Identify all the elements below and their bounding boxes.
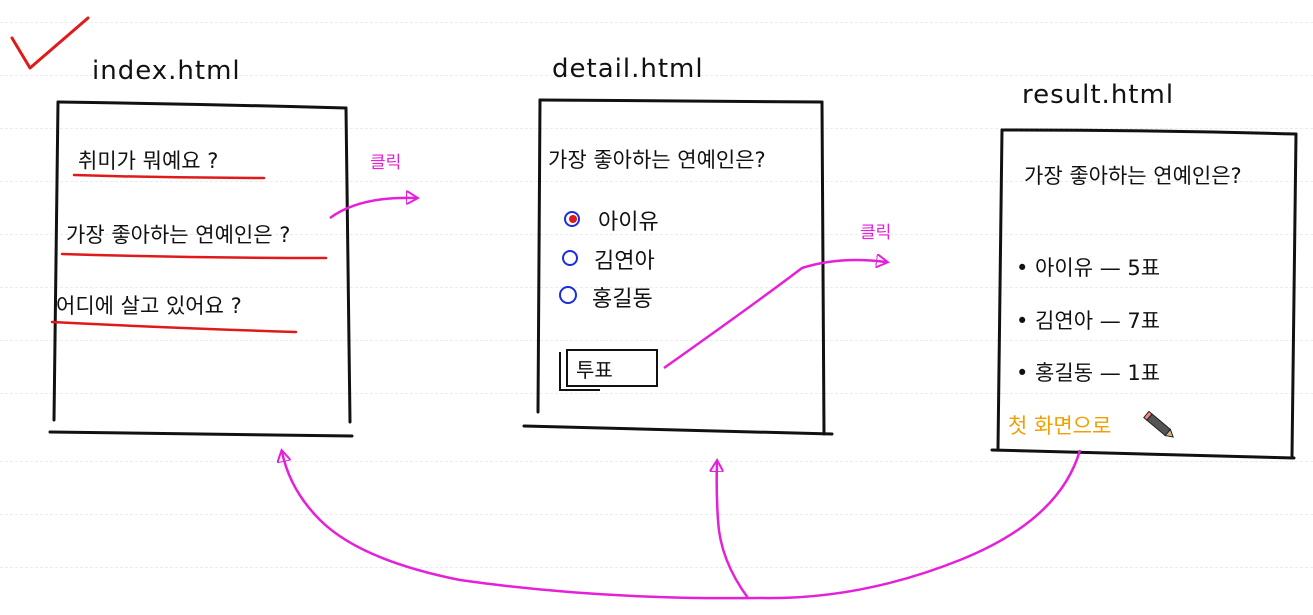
question-link-hobby[interactable]: 취미가 뭐예요 ? <box>78 149 219 173</box>
result-filename: result.html <box>1022 80 1175 110</box>
option-label: 김연아 <box>594 249 655 274</box>
index-page-frame <box>48 100 354 438</box>
detail-filename: detail.html <box>552 54 704 84</box>
index-filename: index.html <box>92 56 241 86</box>
result-item: • 홍길동 — 1표 <box>1016 361 1161 385</box>
vote-button[interactable]: 투표 <box>566 349 658 387</box>
radio-selected-icon[interactable] <box>564 211 580 227</box>
question-underline <box>72 173 266 180</box>
question-link-residence[interactable]: 어디에 살고 있어요 ? <box>56 294 242 318</box>
result-page-frame <box>990 128 1298 460</box>
return-arrow <box>282 450 1082 600</box>
checkmark-icon <box>10 16 90 70</box>
radio-empty-icon[interactable] <box>562 250 578 266</box>
question-link-favorite-celebrity[interactable]: 가장 좋아하는 연예인은 ? <box>66 223 291 247</box>
vote-button-shadow <box>559 352 600 391</box>
question-underline <box>50 320 298 334</box>
option-label: 아이유 <box>598 210 659 235</box>
click-arrow <box>663 260 886 370</box>
home-link[interactable]: 첫 화면으로 <box>1008 414 1112 438</box>
click-label: 클릭 <box>860 223 892 243</box>
pencil-icon <box>1143 410 1174 438</box>
click-arrow <box>329 198 416 220</box>
detail-page-frame <box>522 98 834 436</box>
radio-empty-icon[interactable] <box>559 286 577 304</box>
result-item: • 김연아 — 7표 <box>1016 309 1161 333</box>
detail-question: 가장 좋아하는 연예인은? <box>548 148 766 172</box>
result-question: 가장 좋아하는 연예인은? <box>1024 164 1242 188</box>
question-underline <box>60 252 328 260</box>
result-item: • 아이유 — 5표 <box>1016 256 1161 280</box>
click-label: 클릭 <box>370 153 402 173</box>
option-label: 홍길동 <box>592 287 653 312</box>
return-arrow <box>717 462 750 599</box>
